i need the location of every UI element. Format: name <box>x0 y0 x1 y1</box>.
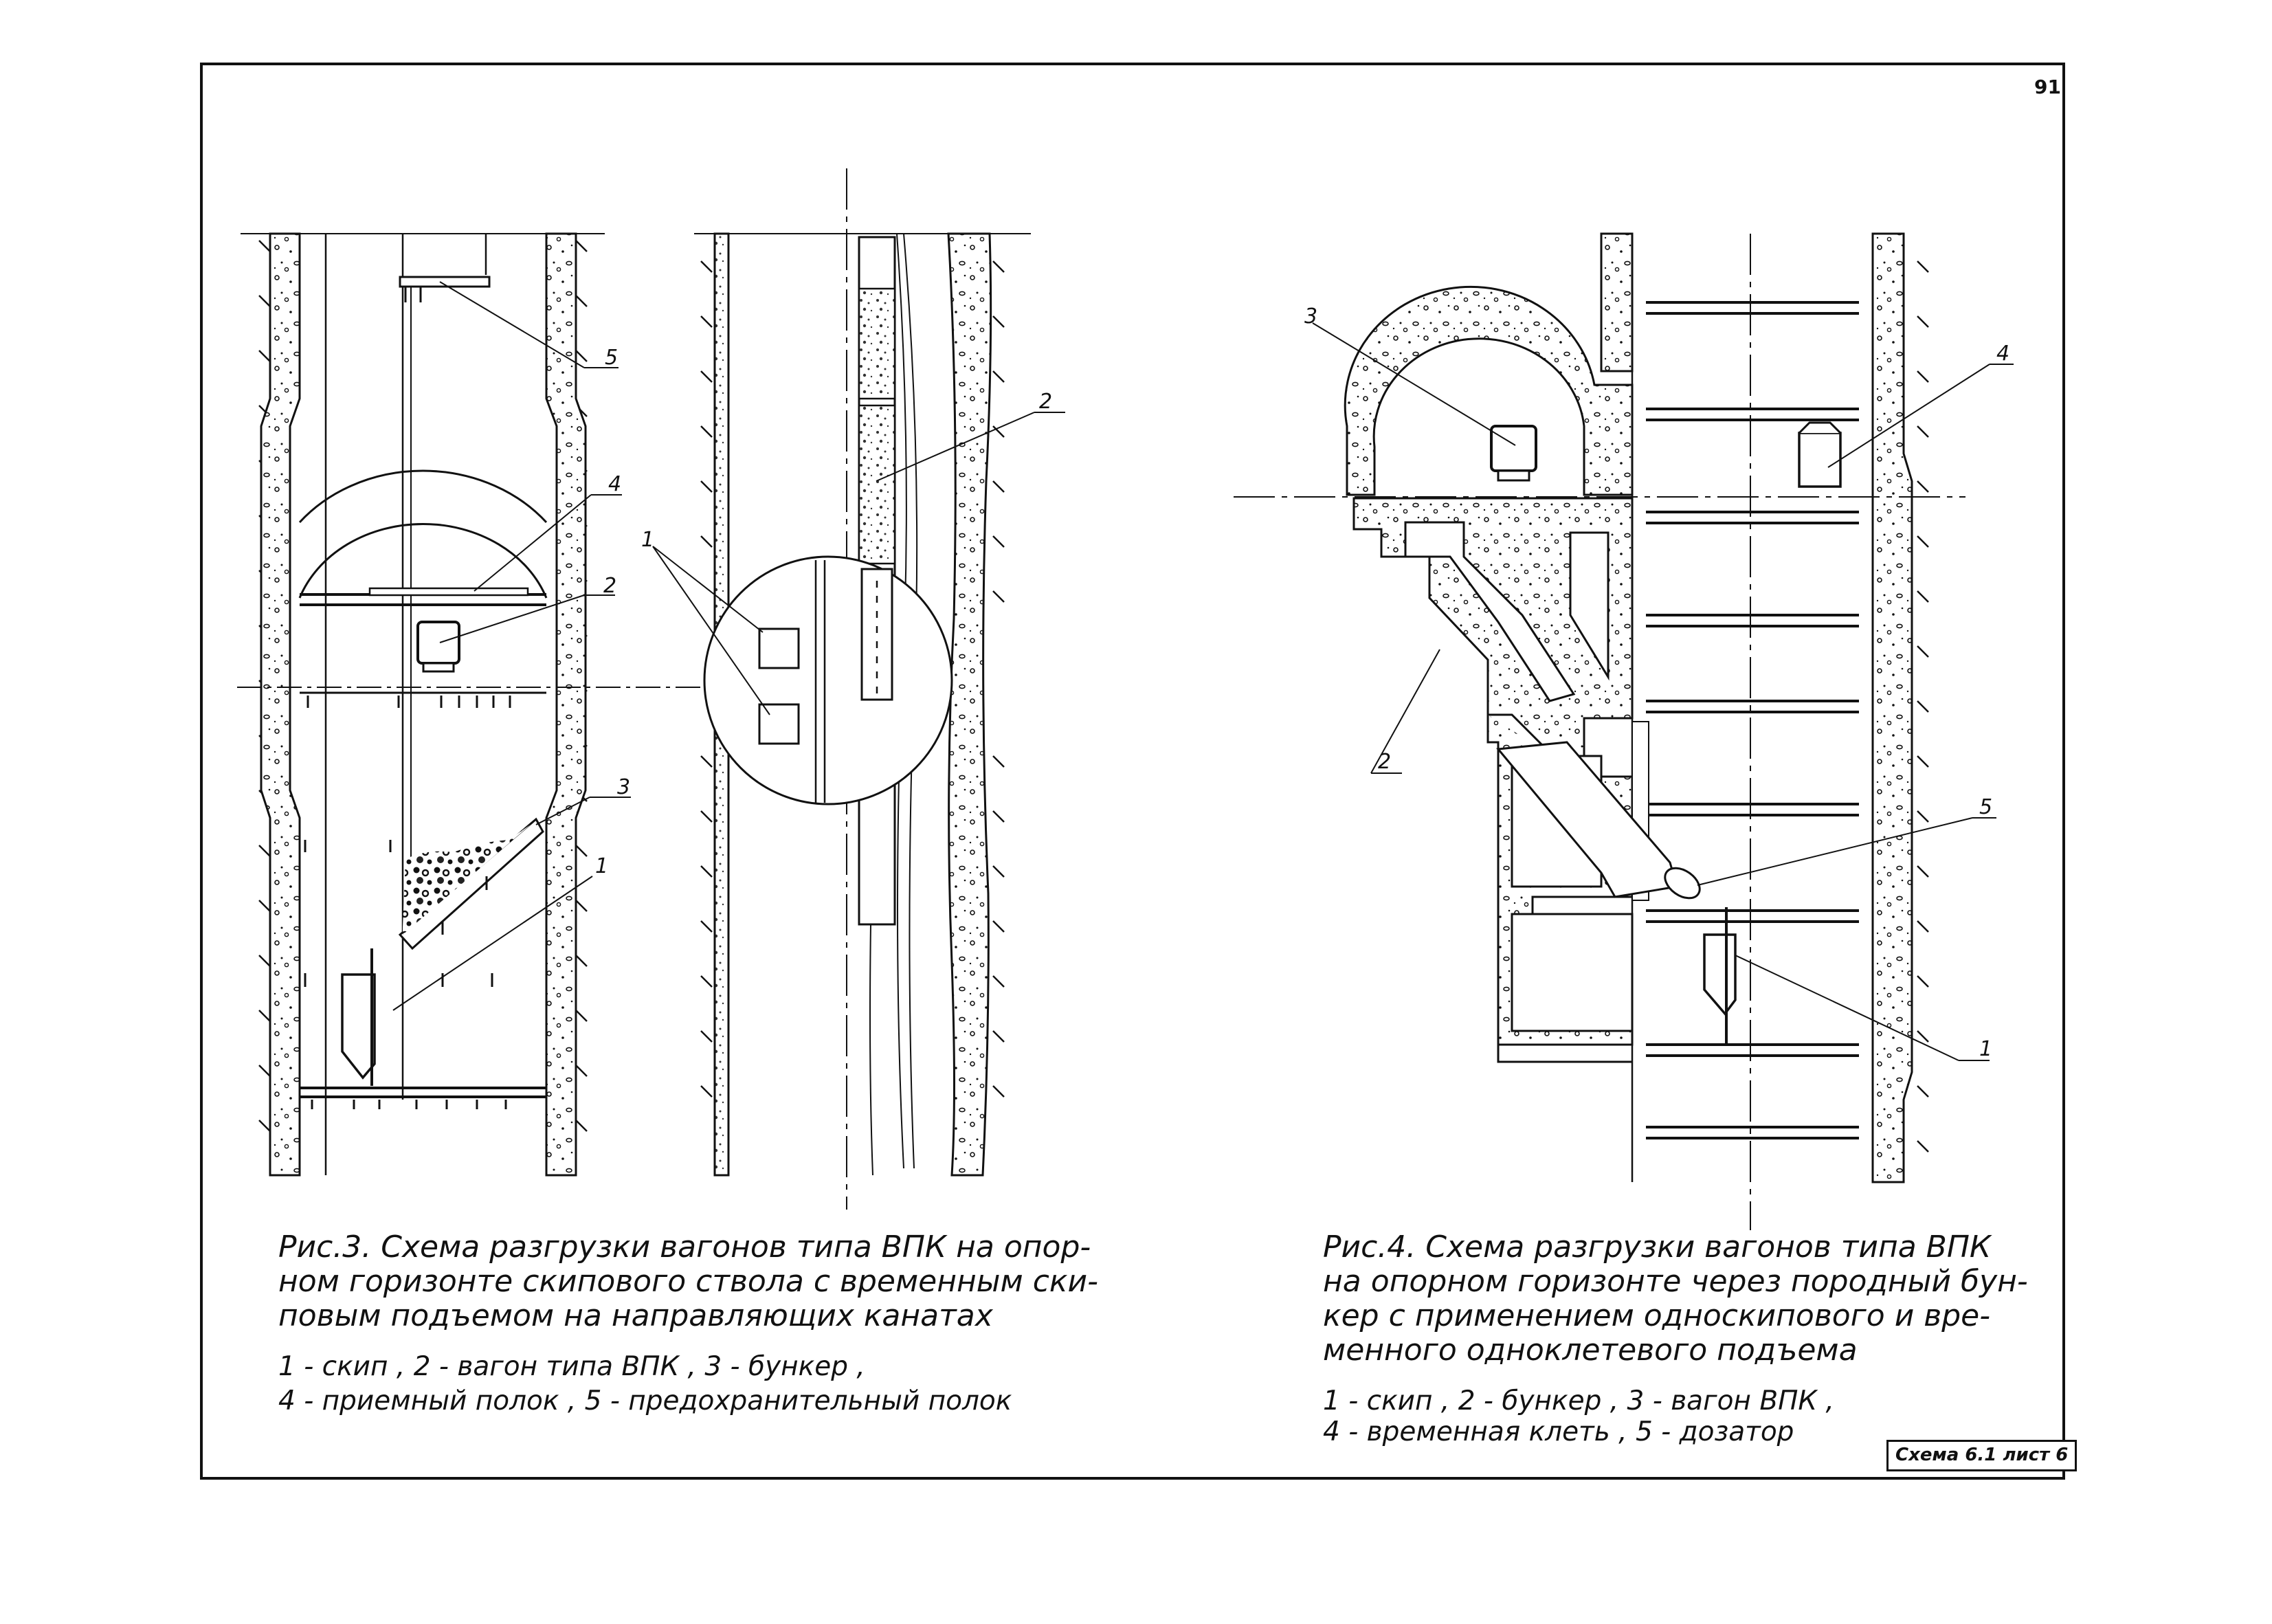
figure4-section <box>1234 232 2014 1230</box>
fig4-legend-line-1: 1 - скип , 2 - бункер , 3 - вагон ВПК , <box>1323 1386 1834 1416</box>
skip-fig4 <box>1703 933 1737 1016</box>
sheet-frame <box>200 63 2065 1480</box>
fig4-caption-line-3: кер с применением односкипового и вре- <box>1323 1298 1991 1333</box>
fig4-callout-1: 1 <box>1979 1037 1992 1061</box>
wagon-vpk <box>416 621 460 665</box>
small-arch <box>298 523 548 599</box>
fig3-callout-4: 4 <box>608 472 621 496</box>
fig4-caption-line-4: менного одноклетевого подъема <box>1323 1333 1858 1368</box>
skip-fig3 <box>341 973 376 1080</box>
fig4-caption-line-1: Рис.4. Схема разгрузки вагонов типа ВПК <box>1323 1230 1992 1265</box>
fig3-legend-line-1: 1 - скип , 2 - вагон типа ВПК , 3 - бунк… <box>278 1351 865 1382</box>
fig3-callout-1: 1 <box>595 854 608 878</box>
detail-circle <box>703 555 953 805</box>
fig3-legend-line-2: 4 - приемный полок , 5 - предохранительн… <box>278 1386 1012 1416</box>
right-lining <box>545 232 587 1177</box>
fig4-callout-2: 2 <box>1378 750 1391 774</box>
figure3-middle-section <box>652 168 1065 1210</box>
rock-hatch-left <box>258 240 588 1132</box>
figure3-left-section <box>237 232 715 1177</box>
fig4-callout-4: 4 <box>1996 342 2009 366</box>
fig4-legend-line-2: 4 - временная клеть , 5 - дозатор <box>1323 1416 1794 1447</box>
fig4-callout-3: 3 <box>1304 304 1317 329</box>
left-lining <box>260 232 301 1177</box>
large-arch <box>298 469 548 524</box>
chamber-arch <box>1344 285 1634 496</box>
fig4-callout-5: 5 <box>1979 795 1992 819</box>
fig3-caption-line-1: Рис.3. Схема разгрузки вагонов типа ВПК … <box>278 1230 1091 1265</box>
fig3-callout-3: 3 <box>617 775 630 799</box>
sheet-stamp: Схема 6.1 лист 6 <box>1886 1440 2078 1471</box>
fig3-callout-5: 5 <box>605 346 618 370</box>
fig3-callout-2: 2 <box>603 574 616 598</box>
fig3-caption-line-2: ном горизонте скипового ствола с временн… <box>278 1264 1098 1299</box>
mid-callout-2: 2 <box>1039 390 1052 414</box>
page-number: 91 <box>2034 76 2061 98</box>
fig4-caption-line-2: на опорном горизонте через породный бун- <box>1323 1264 2028 1299</box>
mid-callout-1: 1 <box>641 528 654 552</box>
rock-bunker <box>1352 497 1634 778</box>
fig3-caption-line-3: повым подъемом на направляющих канатах <box>278 1298 993 1333</box>
